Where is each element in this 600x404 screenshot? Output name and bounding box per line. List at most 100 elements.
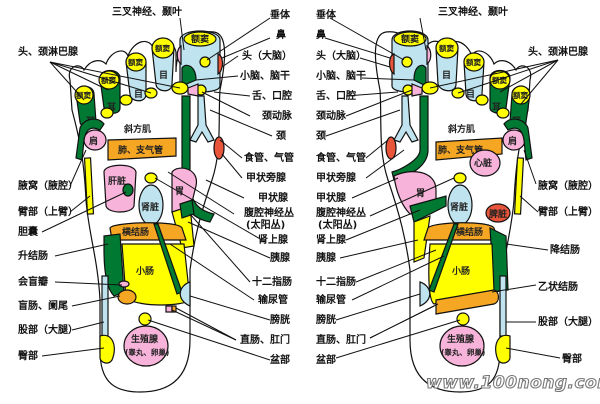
left-upper-arm-bar [83, 157, 95, 215]
right-label-adrenal: 肾上腺 [316, 233, 347, 246]
left-label-neck: 颈 [275, 130, 286, 142]
left-toe-dot [119, 94, 133, 106]
right-tongue-pink [411, 83, 423, 97]
left-sinus-bigtoe [183, 31, 217, 47]
right-upper-arm-bar [513, 157, 525, 215]
left-liver [103, 164, 137, 213]
right-lung-label: 肺、支气管 [438, 144, 483, 156]
left-foot: 额窦 额窦 额窦 额窦 额窦 目 目 耳 耳 斜方肌 肩 肺、支气管 肝脏 [18, 5, 294, 393]
right-label-thyroid: 甲状腺 [316, 191, 347, 204]
right-label-bladder: 膀胱 [315, 313, 336, 326]
left-label-ileocecal: 会盲瓣 [18, 275, 48, 288]
right-head-brain-dot [401, 56, 413, 68]
left-gonads-sub: (睾丸、卵巢) [125, 347, 169, 357]
left-label-ureter: 输尿管 [258, 293, 288, 306]
left-label-carotid: 颈动脉 [261, 109, 293, 122]
right-label-pelvis: 盆部 [315, 353, 336, 366]
right-eye-label-1: 目 [442, 70, 451, 81]
right-bladder [419, 281, 431, 307]
left-sinus-label-2: 额窦 [155, 43, 170, 53]
right-label-parathyroid: 甲状旁腺 [316, 171, 357, 184]
left-lung [107, 137, 177, 161]
right-label-axilla: 腋窝（腋腔） [538, 179, 598, 192]
right-green-side [503, 118, 533, 161]
right-spleen [485, 203, 511, 223]
right-sinus-toe4 [489, 70, 511, 90]
right-pancreas [413, 215, 431, 263]
left-ileocecal-valve [118, 280, 130, 288]
right-trigeminal-pink [426, 44, 432, 66]
left-sinus-label-5: 额窦 [76, 90, 91, 100]
right-gonads [439, 325, 485, 367]
left-label-pelvis: 盆部 [269, 353, 290, 366]
right-label-rectum: 直肠、肛门 [316, 333, 366, 346]
left-label-cerebellum: 小脑、脑干 [239, 69, 290, 82]
right-label-neck: 颈 [315, 130, 326, 142]
right-pelvis-dot [456, 312, 470, 326]
left-cecum [117, 289, 137, 305]
right-label-pituitary: 垂体 [316, 8, 337, 21]
right-ureter [428, 223, 459, 293]
right-nose [388, 53, 395, 76]
right-thigh-bar [499, 275, 507, 337]
right-heart [469, 149, 501, 177]
right-sinus-label-5: 额窦 [513, 90, 528, 100]
left-lung-label: 肺、支气管 [118, 144, 163, 156]
right-spine-green [391, 95, 429, 181]
right-label-thigh: 股部（大腿） [538, 315, 598, 328]
right-label-carotid: 颈动脉 [315, 109, 347, 122]
left-label-duodenum: 十二指肠 [252, 275, 292, 288]
left-eye-label-1: 目 [159, 70, 168, 81]
left-liver-label: 肝脏 [108, 175, 126, 187]
left-transverse-colon [109, 222, 187, 241]
left-esophagus [189, 95, 215, 143]
right-label-duodenum: 十二指肠 [316, 275, 356, 288]
left-label-parathyroid: 甲状旁腺 [246, 171, 287, 184]
right-sinus-label-1: 额窦 [401, 33, 419, 45]
right-label-cerebellum: 小脑、脑干 [315, 69, 366, 82]
left-label-axilla: 腋窝（腋腔） [18, 179, 78, 192]
right-sinus-label-4: 额窦 [492, 75, 507, 85]
left-gonads-label: 生殖腺 [131, 333, 159, 345]
left-parathyroid [213, 136, 225, 160]
left-duodenum [179, 199, 195, 219]
right-label-sigmoid-colon: 乙状结肠 [538, 280, 578, 293]
left-label-rectum: 直肠、肛门 [240, 333, 290, 346]
left-bladder [179, 281, 191, 307]
left-green-side [75, 118, 105, 161]
left-label-tongue: 舌、口腔 [252, 89, 292, 102]
right-foot: 额窦 额窦 额窦 额窦 额窦 目 目 耳 耳 斜方肌 肩 肺、支气管 心脏 胃 [315, 5, 598, 393]
right-label-pancreas: 胰腺 [316, 251, 337, 264]
left-label-upper-arm: 臂部（上臂） [18, 205, 78, 218]
left-rectum [165, 305, 173, 313]
right-label-head-brain: 头（大脑） [316, 49, 366, 62]
right-green-band [409, 195, 447, 223]
right-label-ureter: 输尿管 [316, 293, 346, 306]
left-label-trigeminal: 三叉神经、颞叶 [112, 5, 182, 18]
right-leader-lines [324, 17, 561, 359]
left-label-solar-plexus-sub: (太阳丛) [246, 218, 285, 231]
left-label-ascending-colon: 升结肠 [18, 249, 48, 262]
right-sigmoid-colon [435, 289, 500, 315]
right-buttock [495, 334, 511, 364]
right-label-buttock: 臀部 [562, 352, 582, 365]
left-toe-dot [100, 107, 114, 119]
right-label-esophagus: 食管、气管 [315, 151, 366, 164]
left-label-head-neck-lymph: 头、颈淋巴腺 [18, 45, 79, 58]
right-spleen-label: 脾脏 [488, 208, 507, 220]
left-stomach-label: 胃 [175, 186, 184, 197]
left-sinus-label-1: 额窦 [191, 33, 209, 45]
left-trigeminal-pink [176, 44, 182, 66]
left-sinus-label-3: 额窦 [128, 57, 143, 67]
left-transverse-colon-label: 横结肠 [122, 226, 149, 238]
left-buttock [99, 334, 115, 364]
left-anus [171, 305, 177, 313]
left-label-head-brain: 头（大脑） [242, 49, 292, 62]
left-label-bladder: 膀胱 [269, 313, 290, 326]
right-sinus-label-2: 额窦 [439, 43, 454, 53]
watermark: www.100nong.com [426, 373, 600, 393]
right-small-intestine-label: 小肠 [451, 265, 470, 277]
right-label-nose: 鼻 [316, 28, 326, 41]
right-transverse-colon-label: 横结肠 [456, 226, 483, 238]
